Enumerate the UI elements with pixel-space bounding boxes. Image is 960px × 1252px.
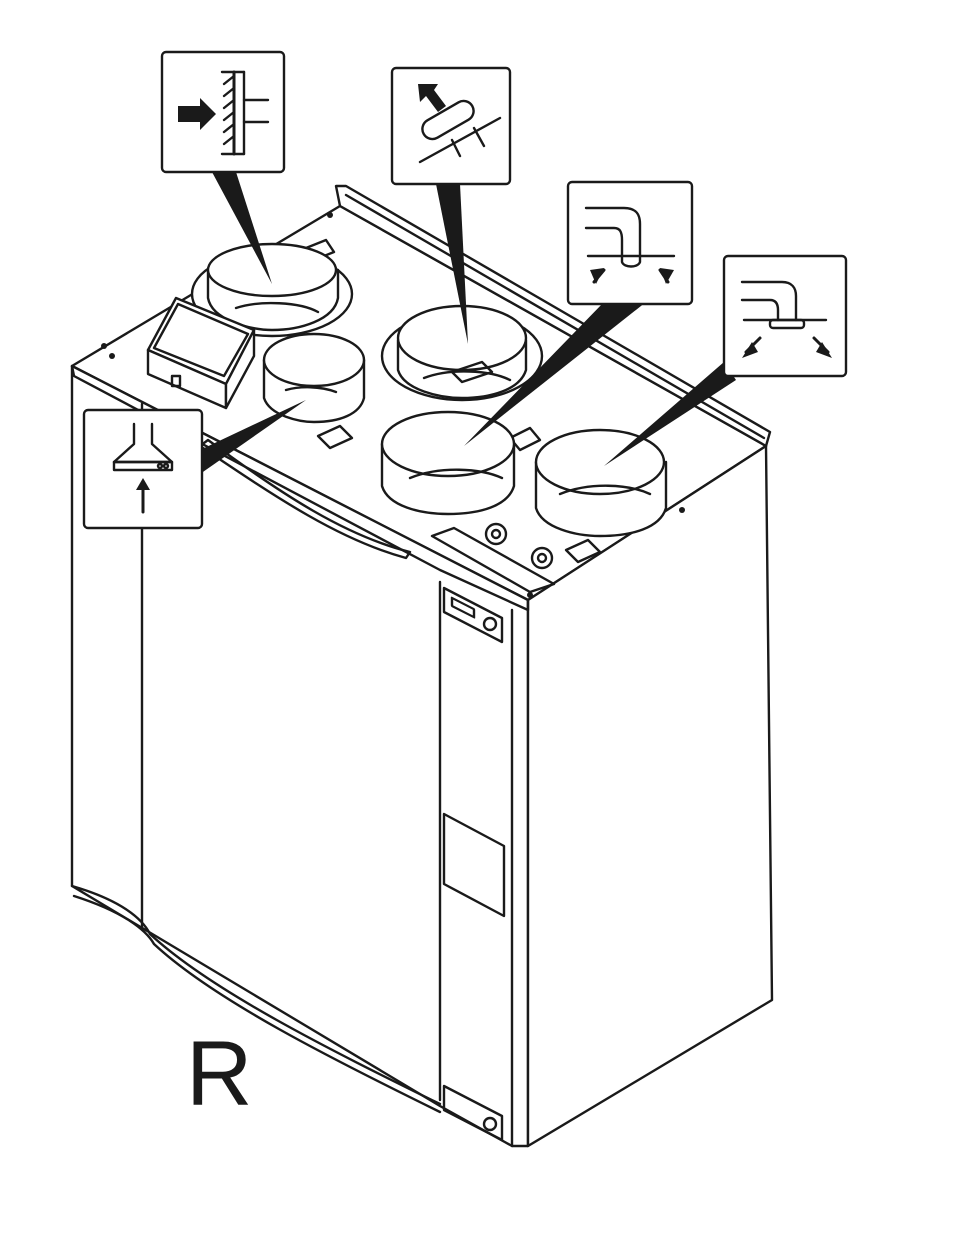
door-latch-top bbox=[442, 586, 504, 644]
callout-outdoor-air-intake bbox=[160, 50, 286, 174]
pointer-cooker-hood bbox=[200, 400, 306, 474]
pointer-outdoor-air bbox=[212, 172, 272, 284]
control-panel-display bbox=[146, 296, 256, 410]
callout-cooker-hood bbox=[82, 408, 204, 530]
duct-spigot-rear-center bbox=[380, 304, 544, 402]
pointer-exhaust-air bbox=[436, 184, 468, 344]
duct-spigot-front-center bbox=[380, 410, 516, 516]
ceiling-extract-icon bbox=[584, 206, 676, 284]
front-handle-curve bbox=[198, 438, 412, 560]
duct-spigot-front-left bbox=[262, 332, 366, 424]
callout-supply-air bbox=[722, 254, 848, 378]
cooker-hood-icon bbox=[112, 422, 174, 514]
ceiling-supply-icon bbox=[740, 280, 832, 358]
pointer-supply-air bbox=[604, 362, 736, 466]
service-hatch bbox=[442, 812, 506, 918]
pointer-extract-air bbox=[464, 302, 646, 446]
variant-label: R bbox=[186, 1023, 253, 1125]
grille-intake-icon bbox=[178, 70, 270, 156]
door-latch-bottom bbox=[442, 1084, 504, 1142]
door-bottom-curve bbox=[70, 884, 442, 1106]
duct-spigot-rear-left bbox=[190, 242, 354, 338]
duct-spigot-front-right bbox=[534, 428, 668, 538]
roof-outlet-icon bbox=[418, 84, 502, 164]
unit-side-panel bbox=[526, 444, 774, 1148]
pressure-knob bbox=[484, 522, 554, 570]
callout-exhaust-air-outlet bbox=[390, 66, 512, 186]
callout-extract-air bbox=[566, 180, 694, 306]
